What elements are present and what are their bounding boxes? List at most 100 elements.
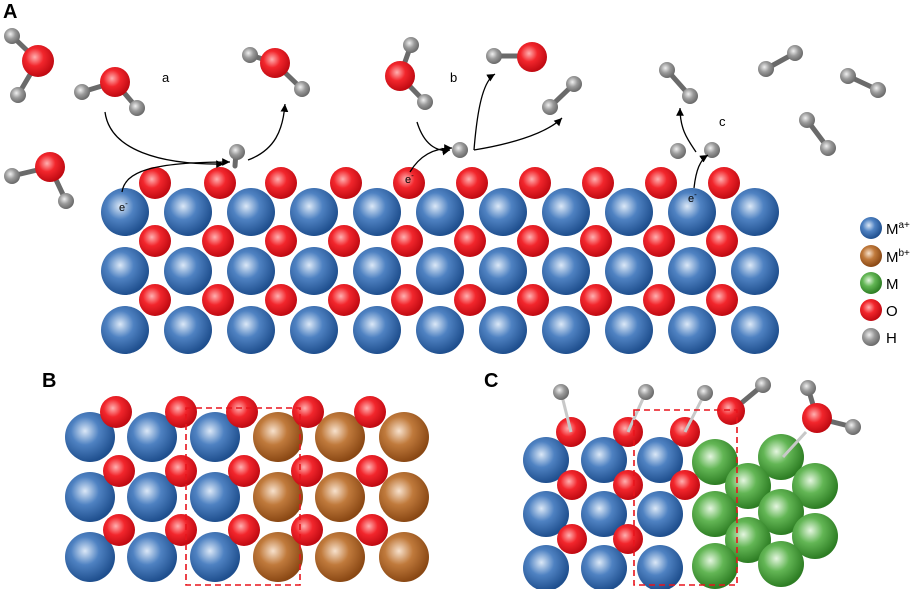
oxygen-atom [580,225,612,257]
metal-a-atom [164,306,212,354]
metal-a-atom [290,306,338,354]
oxygen-atom [100,67,130,97]
oxygen-atom [557,470,587,500]
oxygen-atom [330,167,362,199]
metal-a-atom [479,188,527,236]
oxygen-atom [165,455,197,487]
hydrogen-atom [799,112,815,128]
metal-a-atom [101,306,149,354]
hydrogen-atom [787,45,803,61]
metal-a-atom [637,491,683,537]
arrow-oh-release-a [247,103,289,161]
oxygen-atom [260,48,290,78]
hydrogen-atom [840,68,856,84]
svg-text:Mb+: Mb+ [886,248,910,266]
hydrogen-atom [697,385,713,401]
oxygen-atom [226,396,258,428]
hydrogen-atom [229,144,245,160]
oxygen-atom [456,167,488,199]
oxygen-atom [265,225,297,257]
oxygen-atom [613,470,643,500]
hydrogen-atom [553,384,569,400]
brown-metal-sphere-icon [860,245,882,267]
oxygen-atom [454,225,486,257]
metal-a-atom [637,545,683,589]
oxygen-atom [202,225,234,257]
oxygen-atom [613,524,643,554]
oxygen-atom [643,284,675,316]
oxygen-atom [393,167,425,199]
oxygen-atom [228,455,260,487]
oxygen-atom [385,61,415,91]
oxygen-atom [670,470,700,500]
oxygen-atom [139,225,171,257]
metal-a-atom [227,306,275,354]
metal-a-atom [227,247,275,295]
metal-a-atom [127,412,177,462]
svg-text:e-: e- [688,190,697,205]
metal-a-atom [542,247,590,295]
metal-a-atom [65,472,115,522]
oxygen-atom [292,396,324,428]
hydrogen-atom [682,88,698,104]
legend-item-oxygen: O [860,299,898,321]
metal-a-atom [353,188,401,236]
metal-a-atom [416,188,464,236]
oxygen-atom [328,284,360,316]
oxygen-atom [204,167,236,199]
oxygen-atom [391,284,423,316]
metal-a-atom [523,491,569,537]
metal-atom [692,439,738,485]
hydrogen-atom [58,193,74,209]
metal-atom [792,463,838,509]
arrow-electron-b [409,144,453,173]
metal-a-atom [605,247,653,295]
metal-a-atom [542,306,590,354]
panel-label-c: C [484,370,498,392]
oxygen-atom [103,455,135,487]
oxygen-atom [356,455,388,487]
hydrogen-atom [566,76,582,92]
oxygen-atom [519,167,551,199]
svg-text:M: M [886,276,899,293]
metal-a-atom [164,247,212,295]
metal-a-atom [668,247,716,295]
hydrogen-atom [417,94,433,110]
metal-a-atom [581,545,627,589]
hydrogen-atom [659,62,675,78]
interface-boundary-b [185,407,301,586]
metal-atom [792,513,838,559]
oxygen-atom [139,167,171,199]
arrow-h2-release-c [676,107,697,153]
oxygen-atom [291,514,323,546]
electron-label-2: e- [405,171,414,186]
metal-a-atom [416,306,464,354]
interface-boundary-c [633,409,738,586]
hydrogen-atom [4,168,20,184]
svg-text:e-: e- [405,171,414,186]
metal-atom [758,541,804,587]
metal-a-atom [190,472,240,522]
oxygen-atom [391,225,423,257]
atom-layer [4,28,886,589]
legend-item-metal-a: Ma+ [860,217,910,239]
oxygen-atom [706,284,738,316]
reaction-arrows [104,73,709,193]
oxygen-atom [354,396,386,428]
svg-text:Ma+: Ma+ [886,220,910,238]
hydrogen-atom [403,37,419,53]
oxygen-atom [706,225,738,257]
hydrogen-atom [845,419,861,435]
hydrogen-atom [129,100,145,116]
oxygen-atom [165,514,197,546]
hydrogen-atom [870,82,886,98]
arrow-electron-a [121,158,231,193]
metal-a-atom [479,247,527,295]
arrow-oh-release-b [473,73,496,151]
metal-a-atom [668,306,716,354]
metal-b-atom [253,532,303,582]
oxygen-atom [228,514,260,546]
oxygen-atom [645,167,677,199]
svg-text:O: O [886,303,898,320]
